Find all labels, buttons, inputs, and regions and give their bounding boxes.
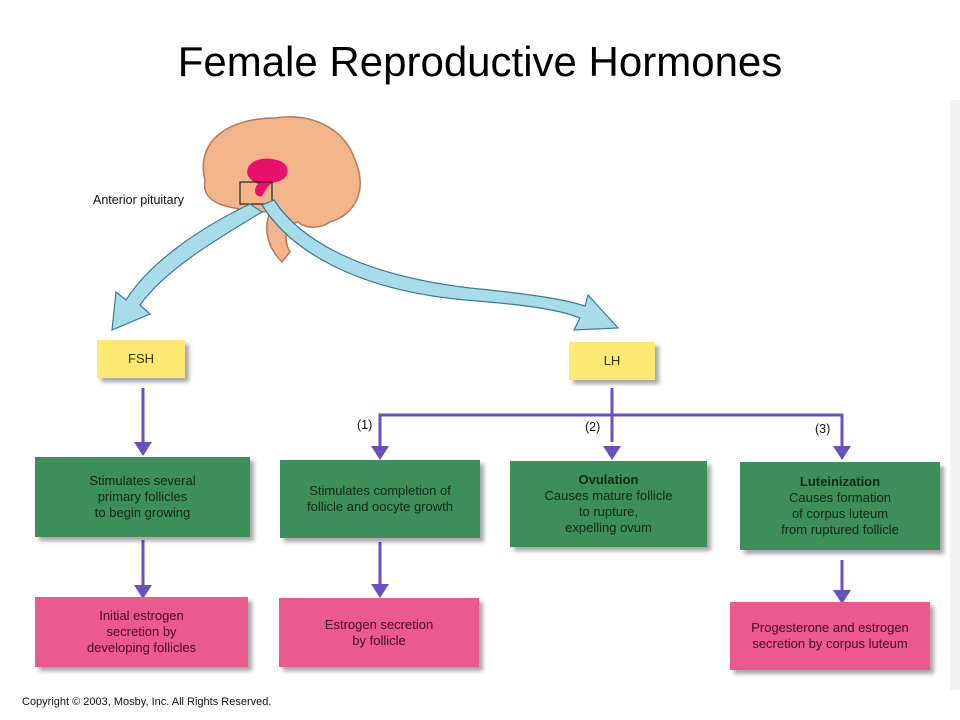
fsh-box: FSH bbox=[97, 340, 185, 378]
lh-result-3-line: secretion by corpus luteum bbox=[752, 636, 908, 651]
pituitary-region bbox=[247, 158, 288, 197]
lh-label: LH bbox=[603, 353, 621, 368]
lh-result-1-line: Estrogen secretion bbox=[324, 616, 434, 632]
flow-arrow-to-fsh bbox=[111, 203, 264, 331]
lh-effect-1-line: Stimulates completion of bbox=[309, 483, 451, 498]
pituitary-highlight-box bbox=[239, 181, 273, 205]
lh-effect-3-box: Luteinization Causes formation of corpus… bbox=[740, 462, 940, 550]
lh-effect-1-line: follicle and oocyte growth bbox=[307, 499, 453, 514]
lh-box: LH bbox=[569, 342, 655, 380]
fsh-label: FSH bbox=[128, 351, 154, 366]
fsh-result-line: Initial estrogen bbox=[99, 608, 184, 623]
fsh-effect-line: Stimulates several bbox=[89, 473, 196, 488]
copyright-notice: Copyright © 2003, Mosby, Inc. All Rights… bbox=[22, 696, 272, 708]
lh-effect-2-line: expelling ovum bbox=[565, 520, 652, 535]
ovulation-heading: Ovulation bbox=[578, 472, 639, 487]
fsh-result-line: secretion by bbox=[106, 624, 177, 639]
lh-result-3-line: Progesterone and estrogen bbox=[751, 620, 909, 635]
fsh-effect-line: to begin growing bbox=[94, 505, 191, 520]
side-strip bbox=[950, 100, 960, 690]
lh-effect-3-line: from ruptured follicle bbox=[781, 522, 899, 537]
lh-effect-2-box: Ovulation Causes mature follicle to rupt… bbox=[510, 461, 707, 547]
lh-result-3-box: Progesterone and estrogen secretion by c… bbox=[730, 602, 930, 670]
fsh-effect-line: primary follicles bbox=[97, 489, 188, 504]
lh-effect-2-line: to rupture, bbox=[578, 504, 639, 519]
arrow-heads bbox=[134, 442, 851, 604]
branch-label-3: (3) bbox=[815, 422, 831, 436]
fsh-result-line: developing follicles bbox=[86, 640, 197, 655]
fsh-effect-box: Stimulates several primary follicles to … bbox=[35, 457, 250, 537]
lh-effect-3-line: Causes formation bbox=[789, 490, 891, 505]
connectors bbox=[141, 388, 844, 590]
fsh-result-box: Initial estrogen secretion by developing… bbox=[35, 597, 248, 667]
anterior-pituitary-label: Anterior pituitary bbox=[93, 193, 185, 207]
lh-effect-2-line: Causes mature follicle bbox=[544, 488, 673, 503]
branch-label-2: (2) bbox=[585, 420, 601, 434]
branch-label-1: (1) bbox=[357, 418, 373, 432]
lh-effect-3-line: of corpus luteum bbox=[791, 506, 889, 521]
flow-arrow-to-lh bbox=[261, 199, 620, 331]
luteinization-heading: Luteinization bbox=[799, 474, 881, 489]
page-title: Female Reproductive Hormones bbox=[177, 38, 783, 85]
brain-illustration bbox=[202, 116, 361, 264]
lh-result-1-line: by follicle bbox=[352, 632, 406, 648]
lh-result-1-box: Estrogen secretion by follicle bbox=[279, 598, 479, 667]
brain-shape bbox=[202, 116, 361, 264]
lh-effect-1-box: Stimulates completion of follicle and oo… bbox=[280, 460, 480, 538]
